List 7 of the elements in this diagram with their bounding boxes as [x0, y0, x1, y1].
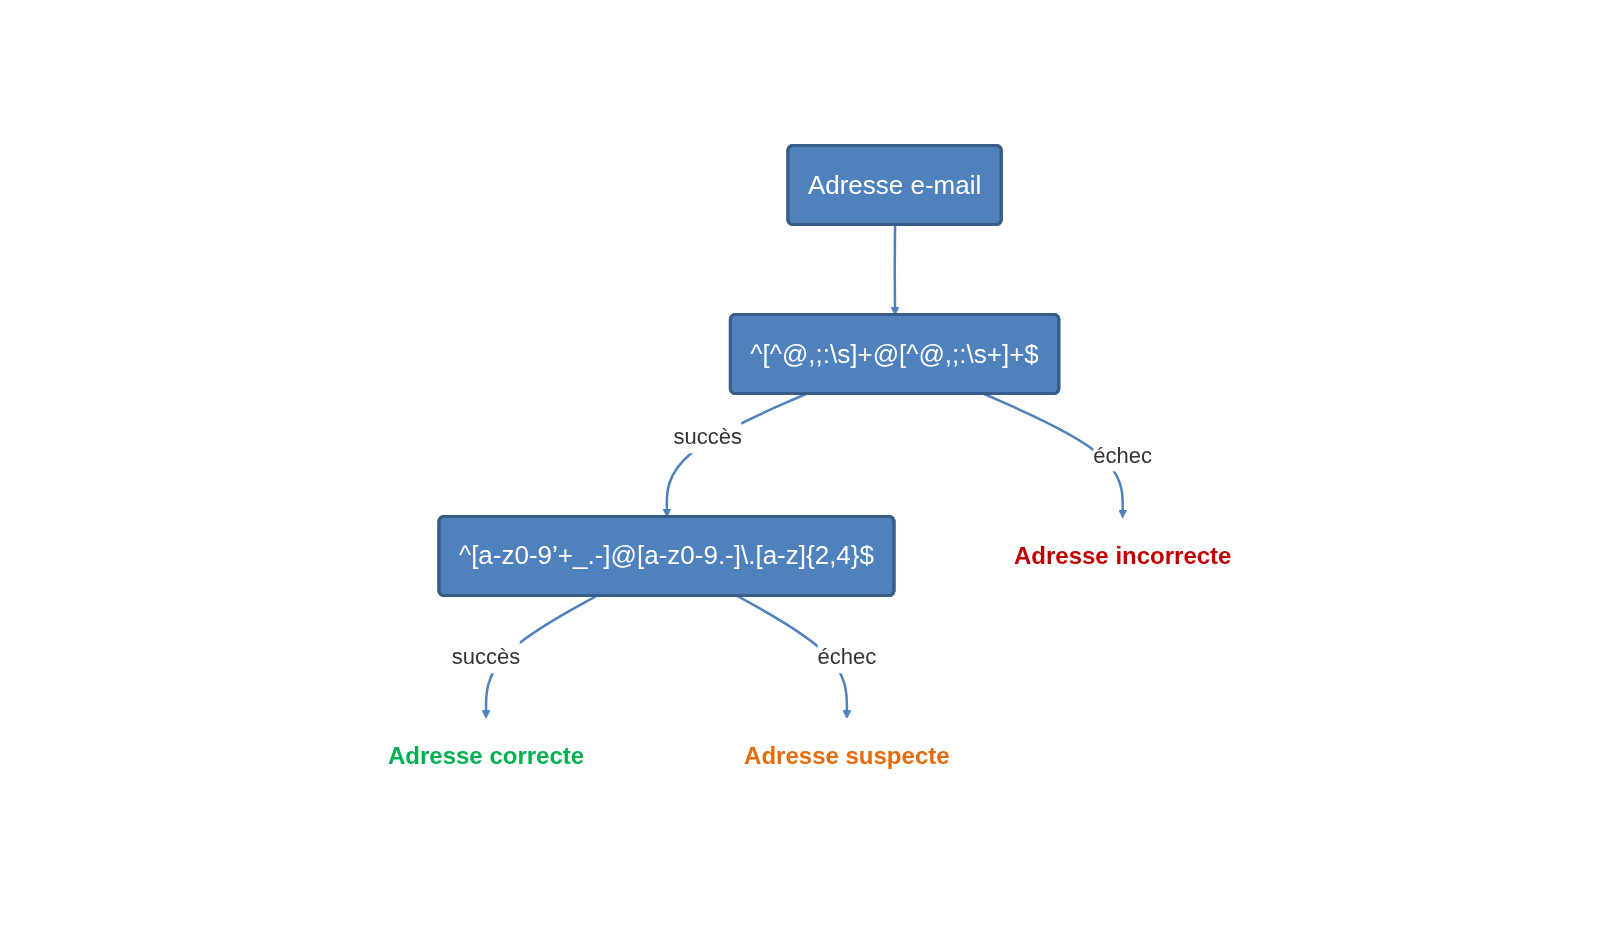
edge-label: succès: [451, 644, 521, 670]
edge-label: succès: [673, 424, 742, 450]
edge-label: échec: [1093, 442, 1152, 468]
node-text: Adresse incorrecte: [1013, 542, 1232, 569]
node-text: Adresse correcte: [387, 742, 584, 770]
node-text: Adresse suspecte: [743, 742, 950, 770]
edge-label: échec: [817, 644, 876, 670]
